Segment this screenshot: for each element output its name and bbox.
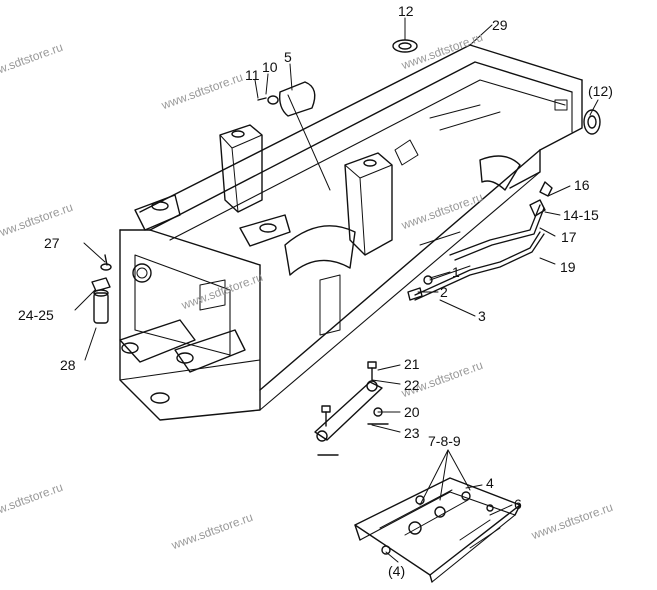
callout-12: 12 (398, 3, 414, 19)
callout-11: 11 (245, 67, 260, 83)
callout-16: 16 (574, 177, 590, 193)
callout-24-25: 24-25 (18, 307, 54, 323)
callout-19: 19 (560, 259, 576, 275)
leader-lines (74, 17, 599, 563)
callout-27: 27 (44, 235, 60, 251)
callout-17: 17 (561, 229, 577, 245)
callout-29: 29 (492, 17, 508, 33)
callout-5: 5 (284, 49, 292, 65)
callout-6: 6 (514, 496, 522, 512)
callout-7-8-9: 7-8-9 (428, 433, 461, 449)
callout-3: 3 (478, 308, 486, 324)
callout-14-15: 14-15 (563, 207, 599, 223)
callout-4: 4 (486, 475, 494, 491)
callout-20: 20 (404, 404, 420, 420)
callout-10: 10 (262, 59, 278, 75)
fittings-and-parts (91, 39, 601, 583)
callout-23: 23 (404, 425, 420, 441)
callout-28: 28 (60, 357, 76, 373)
callout-1: 1 (452, 264, 460, 280)
callout-22: 22 (404, 377, 420, 393)
callout-12-ref: (12) (588, 83, 613, 99)
callout-2: 2 (440, 284, 448, 300)
main-frame (119, 44, 583, 421)
callout-4-ref: (4) (388, 563, 406, 579)
callout-21: 21 (404, 356, 420, 372)
